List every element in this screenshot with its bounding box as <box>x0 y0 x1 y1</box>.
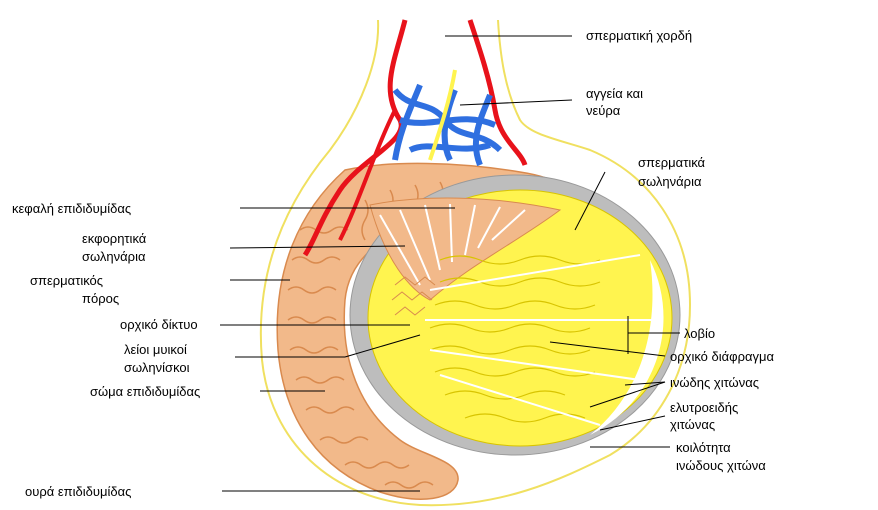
label-septum: ορχικό διάφραγμα <box>670 349 774 364</box>
label-rete-testis: ορχικό δίκτυο <box>120 317 198 332</box>
label-tunica-vaginalis-line1: ελυτροειδής <box>670 400 738 415</box>
label-tunica-vaginalis-line2: χιτώνας <box>670 417 715 432</box>
label-seminiferous-line1: σπερματικά <box>638 155 706 170</box>
label-epididymis-body: σώμα επιδιδυμίδας <box>90 384 200 399</box>
label-straight-line1: λείοι μυικοί <box>124 342 187 357</box>
label-vas-line1: σπερματικός <box>30 273 103 288</box>
label-cavity-line1: κοιλότητα <box>676 440 731 455</box>
label-epididymis-tail: ουρά επιδιδυμίδας <box>25 484 131 499</box>
label-cavity-line2: ινώδους χιτώνα <box>676 458 766 473</box>
label-vessels-line1: αγγεία και <box>586 86 643 101</box>
label-straight-line2: σωληνίσκοι <box>124 360 190 375</box>
label-vas-line2: πόρος <box>82 291 119 306</box>
label-efferent-line1: εκφορητικά <box>82 231 147 246</box>
label-spermatic-cord: σπερματική χορδή <box>586 28 692 43</box>
label-lobules: λοβίο <box>684 326 715 341</box>
label-tunica-albuginea: ινώδης χιτώνας <box>670 375 759 390</box>
label-seminiferous-line2: σωληνάρια <box>638 174 702 189</box>
label-efferent-line2: σωληνάρια <box>82 249 146 264</box>
label-epididymis-head: κεφαλή επιδιδυμίδας <box>12 201 131 216</box>
label-vessels-line2: νεύρα <box>586 103 621 118</box>
